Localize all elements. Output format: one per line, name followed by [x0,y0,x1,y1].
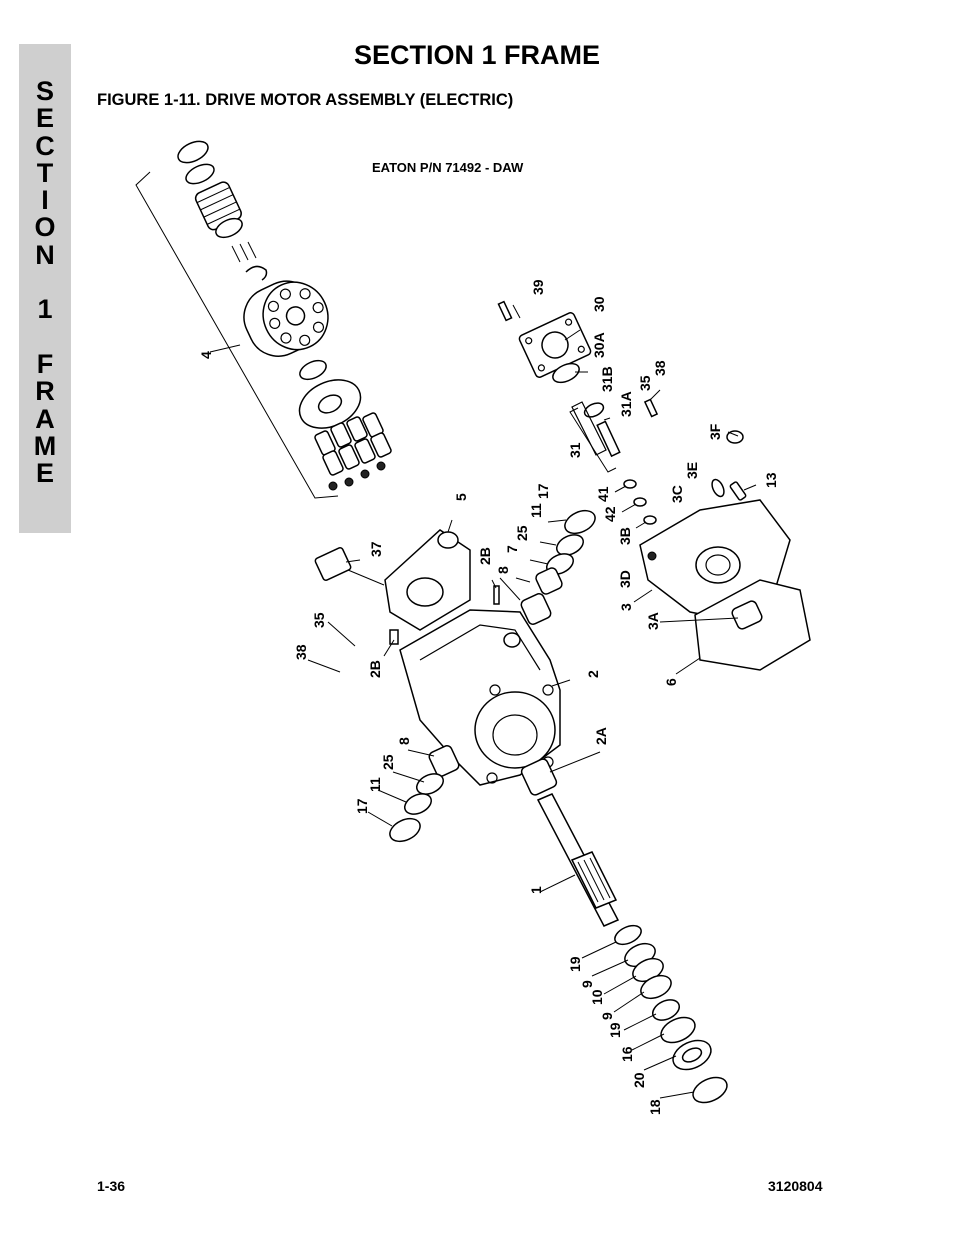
side-letter: N [35,239,55,270]
callout-8-upper: 8 [495,566,511,574]
callout-38-upper: 38 [652,360,668,376]
side-letter: I [41,185,49,216]
bracket-item-4 [135,171,339,499]
side-letter: C [35,130,55,161]
callout-25-upper: 25 [514,525,530,541]
housing-2 [389,585,561,786]
callout-25-lower: 25 [380,754,396,770]
side-letter: E [35,458,54,489]
callout-9-upper: 9 [579,980,595,988]
callout-5: 5 [453,493,469,501]
callout-35-lower: 35 [311,612,327,628]
callout-9-lower: 9 [599,1012,615,1020]
callout-6: 6 [663,678,679,686]
callout-19-upper: 19 [567,956,583,972]
callout-3B: 3B [617,527,633,545]
callout-37: 37 [368,541,384,557]
callout-20: 20 [631,1072,647,1088]
callout-31A: 31A [618,391,634,417]
side-letter: 1 [37,294,53,325]
leader-lines [307,304,757,1099]
callout-3D: 3D [617,570,633,588]
callout-11-upper: 11 [528,503,544,518]
callout-41: 41 [595,486,611,502]
seal-stack-lower-left [389,745,460,843]
callout-4: 4 [198,351,214,359]
swashplate-5 [314,529,471,631]
callout-17-upper: 17 [535,483,551,499]
callout-13: 13 [763,472,779,488]
page-number: 1-36 [97,1178,126,1194]
callout-42: 42 [602,506,618,522]
callout-2A: 2A [593,727,609,745]
seal-stack-upper [520,509,596,625]
compensator-30 [497,300,659,473]
callout-31: 31 [567,442,583,458]
callout-2B-upper: 2B [477,547,493,565]
callout-30A: 30A [591,332,607,358]
side-letter: O [34,212,56,243]
callout-39: 39 [530,279,546,295]
side-letter: A [35,403,55,434]
part-number-label: EATON P/N 71492 - DAW [372,160,524,175]
end-cap-3 [623,430,811,671]
rotating-group [177,140,392,491]
callout-38-lower: 38 [293,644,309,660]
callout-3C: 3C [669,485,685,503]
callout-31B: 31B [599,366,615,392]
page-title: SECTION 1 FRAME [353,40,601,70]
side-letter: F [36,348,54,379]
callout-3F: 3F [707,423,723,440]
callout-18: 18 [647,1099,663,1115]
figure-title: FIGURE 1-11. DRIVE MOTOR ASSEMBLY (ELECT… [97,91,514,109]
callout-3A: 3A [645,612,661,630]
callout-10: 10 [589,989,605,1005]
callout-8-lower: 8 [396,737,412,745]
callout-7: 7 [504,545,520,553]
bearing-stack [614,924,728,1104]
side-letter: R [35,376,55,407]
callout-16: 16 [619,1046,635,1062]
callout-30: 30 [591,296,607,312]
callout-labels: 4 39 30 30A 31B 31A 35 38 31 3F 3E 13 41… [198,279,779,1115]
callout-11-lower: 11 [367,777,383,792]
side-letter: E [35,103,54,134]
drive-shaft-1 [520,758,620,927]
side-letter: T [36,157,54,188]
callout-2: 2 [585,670,601,678]
callout-2B-lower: 2B [367,660,383,678]
side-letter: S [35,76,54,106]
callout-17-lower: 17 [354,798,370,814]
callout-35-upper: 35 [637,375,653,391]
callout-1: 1 [528,886,544,894]
callout-3E: 3E [684,462,700,479]
document-number: 3120804 [768,1178,823,1194]
piston-cluster [314,412,392,491]
callout-3: 3 [618,603,634,611]
callout-19-lower: 19 [607,1022,623,1038]
side-letter: M [33,430,57,461]
